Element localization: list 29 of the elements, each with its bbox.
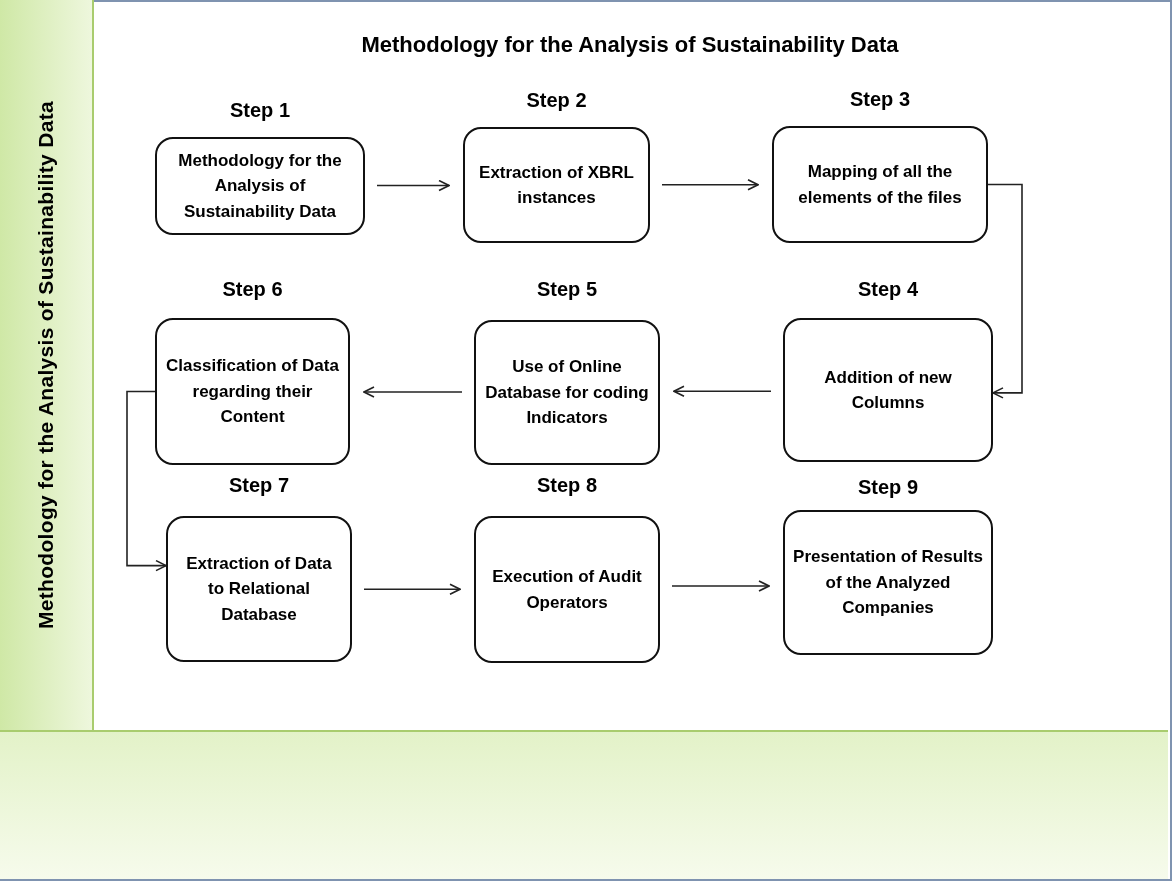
- arrow: [987, 183, 1023, 399]
- step-text: Presentation of Results of the Analyzed Companies: [792, 546, 984, 620]
- arrow: [671, 580, 770, 592]
- arrow: [126, 390, 167, 572]
- side-title: Methodology for the Analysis of Sustainability Data: [34, 101, 58, 629]
- step-text: Methodology for the Analysis of Sustainability Data: [177, 149, 343, 223]
- step-text: Extraction of XBRL instances: [478, 161, 635, 209]
- step-text: Addition of new Columns: [823, 366, 953, 414]
- step-heading: Step 1: [229, 99, 291, 122]
- side-band: [0, 0, 94, 730]
- arrow: [363, 386, 463, 398]
- step-heading: Step 7: [228, 474, 290, 497]
- step-text: Mapping of all the elements of the files: [797, 161, 963, 209]
- step-text: Classification of Data regarding their Content: [165, 355, 340, 429]
- step-heading: Step 5: [536, 278, 598, 301]
- arrow: [673, 385, 772, 398]
- step-text: Execution of Audit Operators: [491, 566, 643, 614]
- arrow: [376, 179, 450, 192]
- arrow: [661, 178, 759, 191]
- step-heading: Step 3: [849, 88, 911, 111]
- step-text: Use of Online Database for coding Indicators: [484, 356, 650, 430]
- step-heading: Step 6: [221, 278, 284, 301]
- step-heading: Step 8: [536, 474, 598, 497]
- diagram-title: Methodology for the Analysis of Sustainability Data: [360, 32, 900, 58]
- step-heading: Step 2: [525, 89, 588, 112]
- step-heading: Step 9: [857, 476, 919, 499]
- arrow: [363, 583, 461, 596]
- step-heading: Step 4: [857, 278, 919, 301]
- step-text: Extraction of Data to Relational Database: [185, 552, 333, 626]
